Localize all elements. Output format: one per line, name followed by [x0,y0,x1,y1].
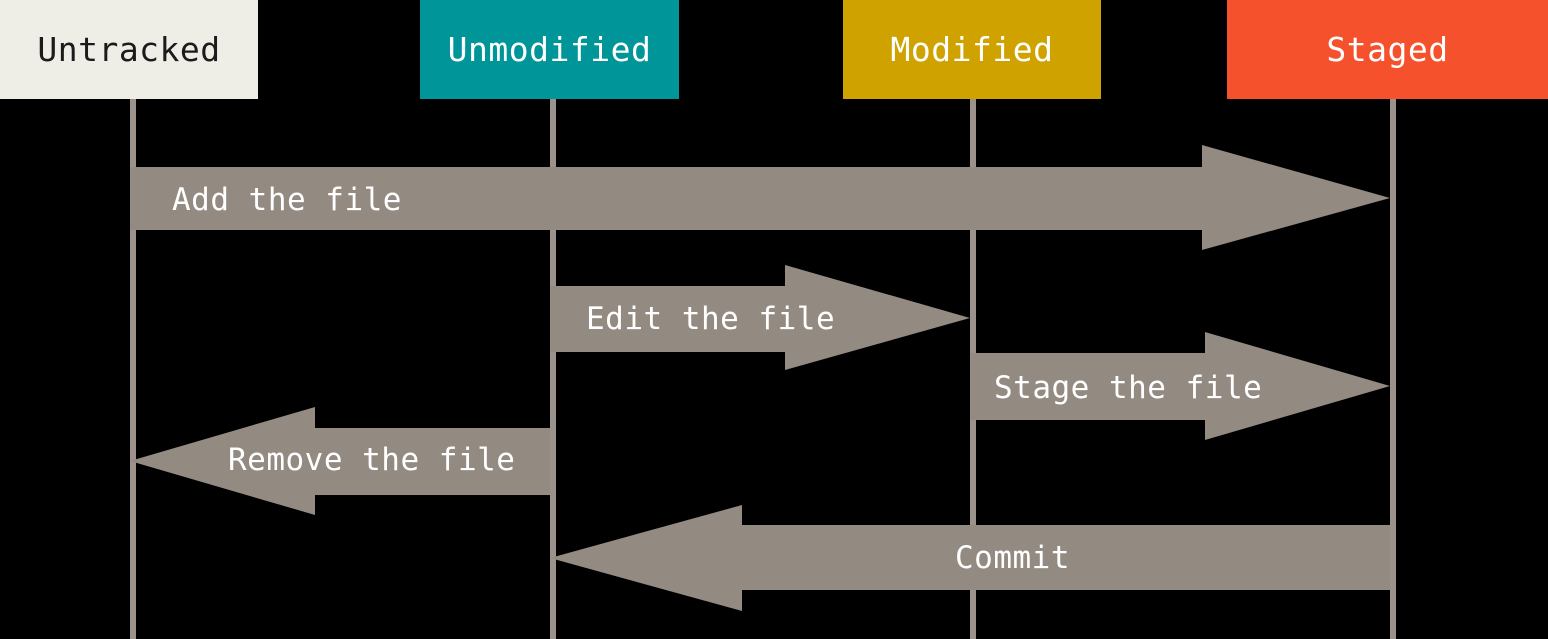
arrow-label-commit: Commit [955,540,1070,576]
arrow-label-edit-the-file: Edit the file [586,301,836,337]
state-label-modified: Modified [890,30,1054,69]
state-label-unmodified: Unmodified [447,30,652,69]
state-box-modified[interactable]: Modified [843,0,1101,99]
state-box-untracked[interactable]: Untracked [0,0,258,99]
arrow-label-remove-the-file: Remove the file [228,442,516,478]
lane-line-staged [1390,99,1396,639]
state-label-untracked: Untracked [37,30,221,69]
arrow-label-add-the-file: Add the file [172,182,402,218]
state-box-staged[interactable]: Staged [1227,0,1548,99]
state-label-staged: Staged [1326,30,1449,69]
state-box-unmodified[interactable]: Unmodified [420,0,679,99]
arrow-label-stage-the-file: Stage the file [994,370,1263,406]
lane-line-untracked [130,99,136,639]
lane-line-unmodified [550,99,556,639]
